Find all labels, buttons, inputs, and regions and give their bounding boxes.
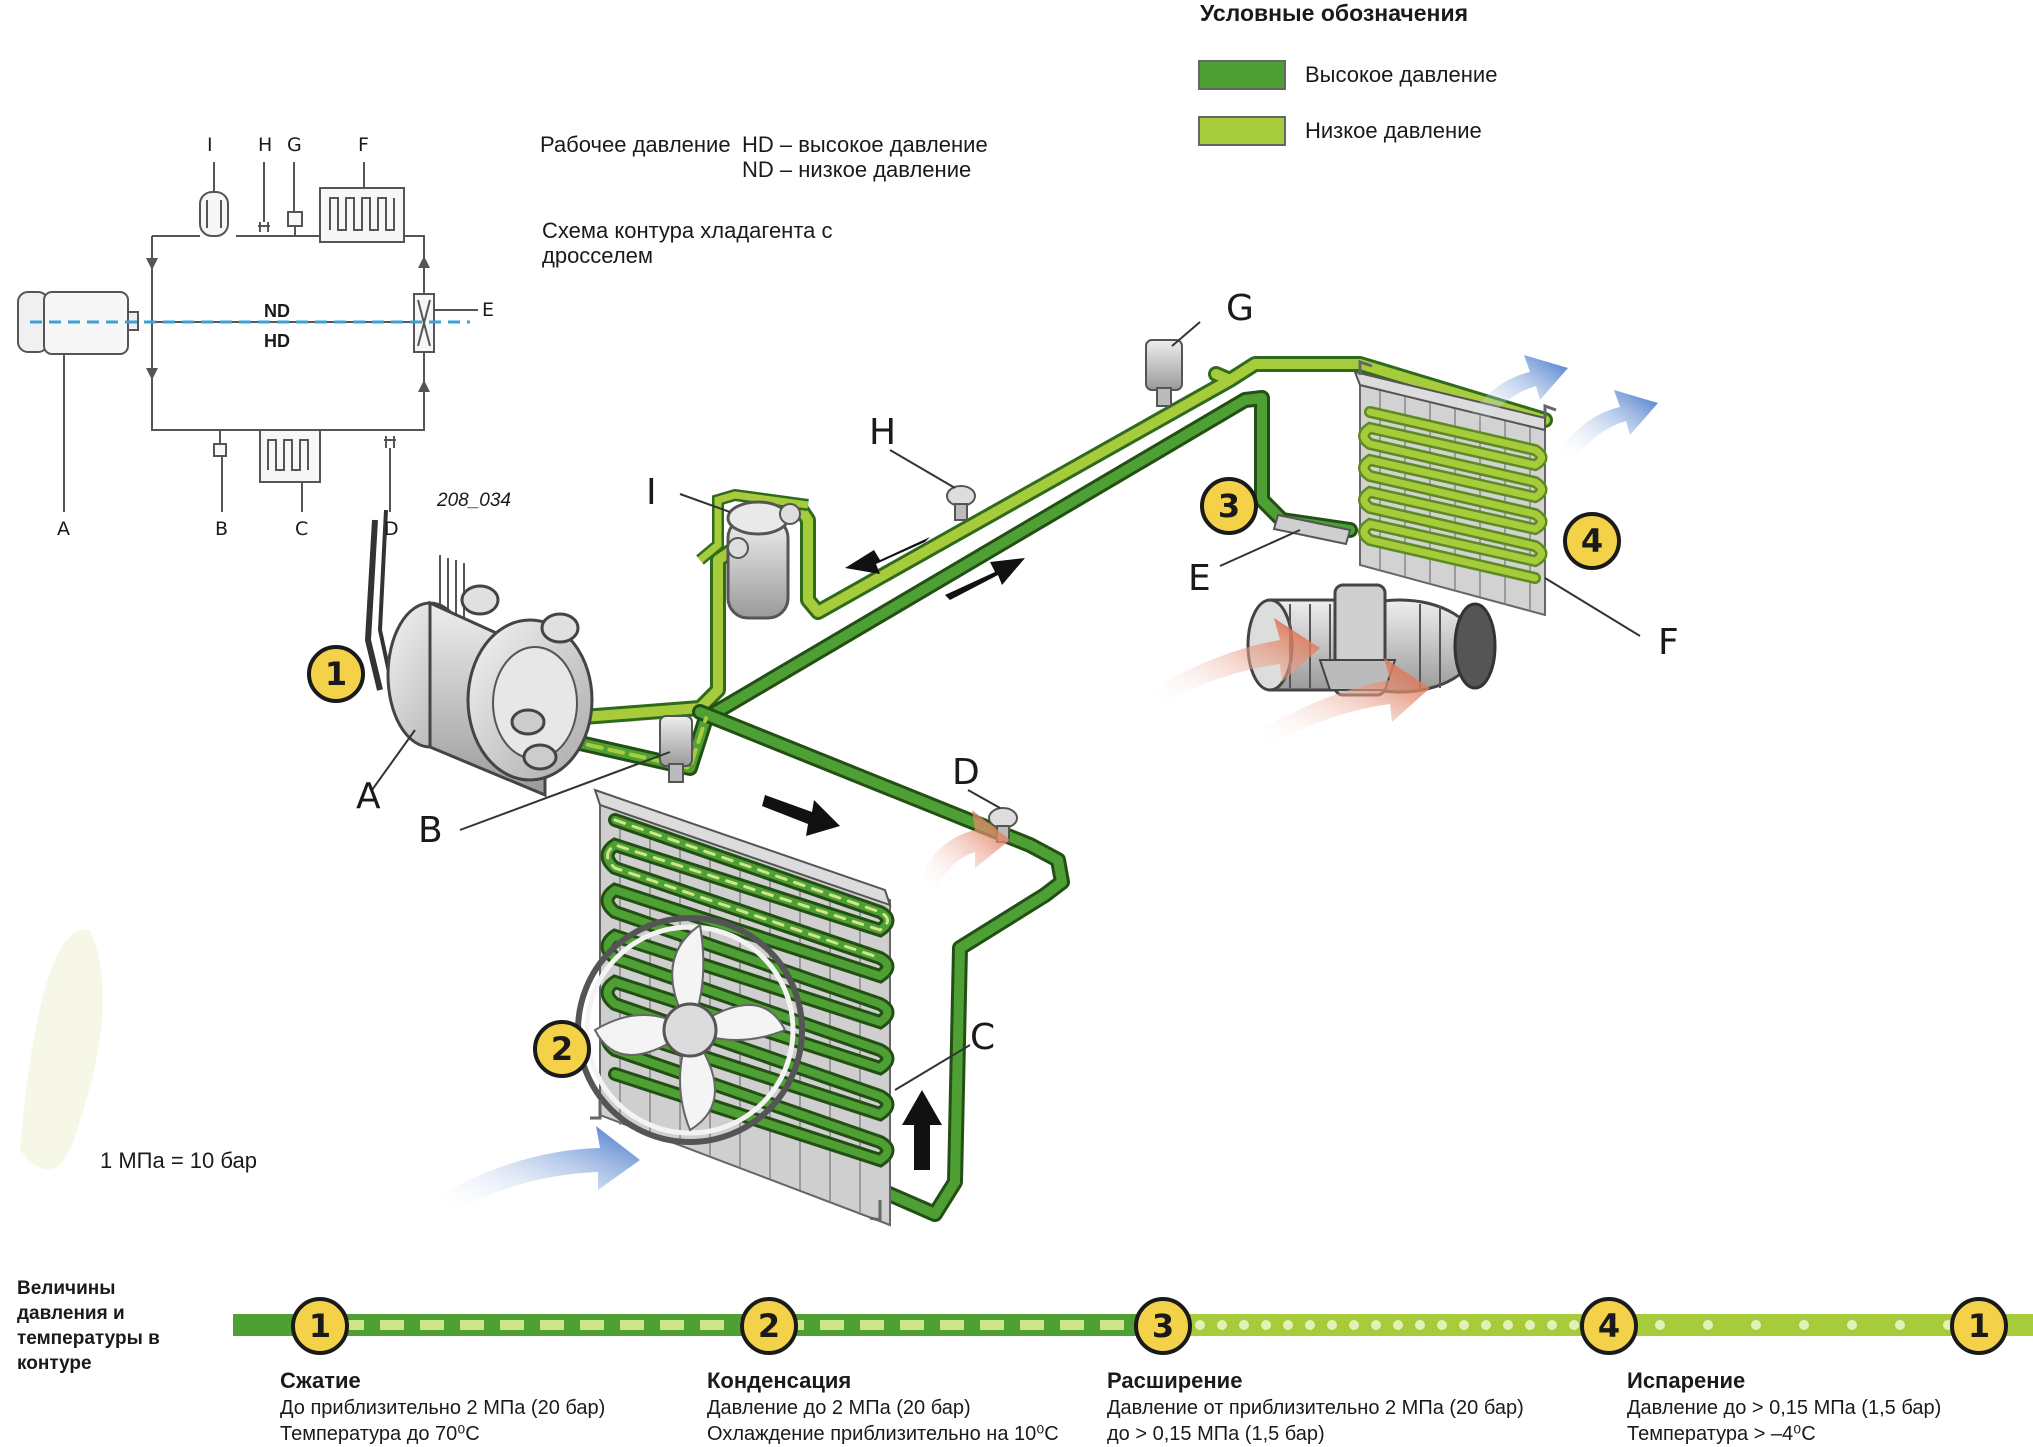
label-d: D (952, 752, 980, 793)
bar-badge-2: 2 (740, 1297, 798, 1355)
stage-badge-4: 4 (1563, 512, 1621, 570)
low-pressure-line (532, 356, 1553, 726)
pressure-note-label: Рабочее давление (540, 132, 731, 157)
expansion-valve (1272, 513, 1352, 546)
bottom-heading-1: Величины (17, 1278, 116, 1299)
blower (1246, 583, 1497, 697)
schematic-figure-id: 208_034 (437, 490, 511, 511)
pressure-note-hd: HD – высокое давление (742, 132, 988, 157)
stage-4-line-2: Температура > –4⁰C (1627, 1423, 1816, 1445)
stage-2-line-1: Давление до 2 МПа (20 бар) (707, 1397, 971, 1419)
label-f: F (1658, 622, 1679, 663)
accumulator (696, 488, 809, 620)
label-i: I (646, 472, 657, 513)
legend-label-high: Высокое давление (1305, 62, 1498, 87)
bar-badge-3: 3 (1134, 1297, 1192, 1355)
sensor-h (946, 485, 976, 521)
legend-swatch-low (1198, 116, 1286, 146)
bottom-heading-3: температуры в (17, 1328, 160, 1349)
label-h: H (869, 412, 897, 453)
schematic-letter-i: I (207, 134, 213, 156)
stage-badge-3: 3 (1200, 477, 1258, 535)
legend-swatch-high (1198, 60, 1286, 90)
stage-badge-1: 1 (307, 645, 365, 703)
label-c: C (970, 1017, 996, 1058)
stage-2-line-2: Охлаждение приблизительно на 10⁰C (707, 1423, 1059, 1445)
condenser (575, 788, 895, 1227)
schematic-letter-d: D (384, 518, 399, 540)
schematic-nd-label: ND (264, 301, 290, 321)
stage-bar (233, 1314, 2033, 1336)
legend-title: Условные обозначения (1200, 0, 1469, 26)
scheme-caption-line1: Схема контура хладагента с (542, 218, 833, 243)
label-g: G (1226, 288, 1254, 329)
schematic-letter-f: F (358, 134, 369, 156)
schematic-hd-label: HD (264, 331, 290, 351)
stage-3-line-1: Давление от приблизительно 2 МПа (20 бар… (1107, 1397, 1524, 1419)
schematic-letter-b: B (215, 518, 229, 540)
stage-badge-2: 2 (533, 1020, 591, 1078)
label-a: A (356, 776, 381, 817)
compressor (364, 509, 594, 798)
stage-3-line-2: до > 0,15 МПа (1,5 бар) (1107, 1423, 1325, 1445)
cold-airflow-arrows (440, 355, 1658, 1212)
leader-lines (371, 321, 1641, 1091)
schematic-letter-a: A (57, 518, 70, 540)
sensor-g (1145, 339, 1183, 407)
unit-note: 1 МПа = 10 бар (100, 1148, 257, 1173)
hot-airflow-arrows (920, 618, 1430, 890)
schematic-diagram (17, 162, 478, 512)
bar-badge-1: 1 (291, 1297, 349, 1355)
stage-1-line-2: Температура до 70⁰C (280, 1423, 480, 1445)
schematic-letter-e: E (482, 299, 495, 321)
stage-1-line-1: До приблизительно 2 МПа (20 бар) (280, 1397, 606, 1419)
bottom-heading-4: контуре (17, 1353, 92, 1374)
flow-direction-arrows (762, 537, 1025, 1170)
stage-1-title: Сжатие (280, 1368, 361, 1393)
schematic-letter-g: G (287, 134, 302, 156)
scheme-caption-line2: дросселем (542, 243, 654, 268)
bar-badge-end: 1 (1950, 1297, 2008, 1355)
pressure-note-nd: ND – низкое давление (742, 157, 972, 182)
stage-4-line-1: Давление до > 0,15 МПа (1,5 бар) (1627, 1397, 1942, 1419)
bottom-heading-2: давления и (17, 1303, 125, 1324)
evaporator (1353, 359, 1557, 617)
label-b: B (418, 810, 443, 851)
stage-4-title: Испарение (1627, 1368, 1746, 1393)
schematic-letter-c: C (295, 518, 309, 540)
legend-label-low: Низкое давление (1305, 118, 1482, 143)
stage-2-title: Конденсация (707, 1368, 852, 1393)
schematic-letter-h: H (258, 134, 273, 156)
label-e: E (1188, 558, 1211, 599)
schematic-flow-arrows (146, 256, 430, 392)
background-smudge (20, 929, 103, 1170)
bar-badge-4: 4 (1580, 1297, 1638, 1355)
stage-3-title: Расширение (1107, 1368, 1243, 1393)
